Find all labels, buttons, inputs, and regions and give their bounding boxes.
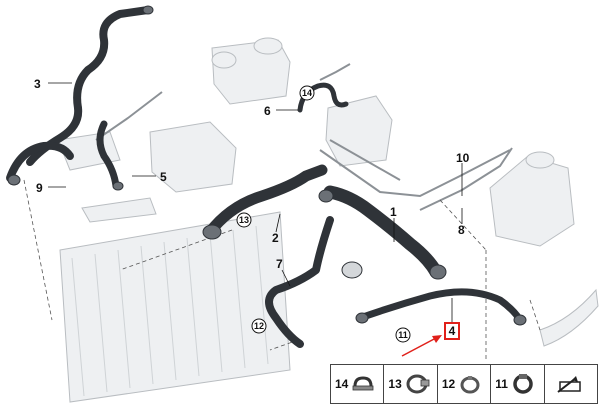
hose-1 <box>323 185 443 279</box>
legend-num-13: 13 <box>388 377 402 391</box>
number-leaders <box>48 82 463 322</box>
legend-num-12: 12 <box>441 377 456 391</box>
legend-item-14[interactable]: 14 <box>331 365 385 403</box>
callout-5: 5 <box>160 170 167 184</box>
legend-item-12[interactable]: 12 <box>438 365 492 403</box>
circled-11: 11 <box>398 330 408 340</box>
legend-num-14: 14 <box>335 377 349 391</box>
hose-5 <box>96 120 120 190</box>
hose-3 <box>73 6 152 112</box>
compressor-ghost <box>149 121 237 193</box>
metal-pipes <box>95 63 513 211</box>
highlighted-part-number[interactable]: 4 <box>448 324 456 338</box>
hose-fittings <box>7 5 527 326</box>
circled-14: 14 <box>302 88 312 98</box>
legend-item-11[interactable]: 11 <box>491 365 545 403</box>
callout-8: 8 <box>458 223 465 237</box>
dashed-leaders <box>23 179 541 360</box>
hose-9 <box>6 141 74 182</box>
hose-7 <box>265 216 334 348</box>
legend-num-11: 11 <box>495 377 508 391</box>
callout-2: 2 <box>272 231 279 245</box>
highlight-arrow <box>401 335 442 357</box>
legend-item-13[interactable]: 13 <box>384 365 438 403</box>
clamp-ring-icon <box>513 374 533 394</box>
circled-12: 12 <box>254 321 264 331</box>
hoses <box>6 6 524 348</box>
arrow-to-cabinet-icon <box>557 376 581 393</box>
thermostat-ghost <box>325 95 393 167</box>
ghost-components <box>57 37 599 403</box>
spring-band-clamp-icon <box>460 376 480 394</box>
small-parts-legend: 14 13 12 11 <box>330 364 598 404</box>
callout-1: 1 <box>390 205 397 219</box>
callout-9: 9 <box>36 181 43 195</box>
reservoir-ghost <box>489 155 575 247</box>
hose-4 <box>356 288 524 324</box>
callout-3: 3 <box>34 77 41 91</box>
circled-13: 13 <box>239 215 249 225</box>
callout-6: 6 <box>264 104 271 118</box>
hose-clip-icon <box>352 376 374 391</box>
callout-7: 7 <box>276 257 283 271</box>
highlight-box-part-4 <box>444 322 460 340</box>
radiator-ghost <box>59 211 291 403</box>
hose-2 <box>204 164 328 238</box>
circled-callouts: 14 13 12 11 <box>236 85 411 343</box>
legend-item-arrow[interactable] <box>545 365 597 403</box>
hose-clamp-icon <box>406 374 430 394</box>
callout-10: 10 <box>456 151 470 165</box>
